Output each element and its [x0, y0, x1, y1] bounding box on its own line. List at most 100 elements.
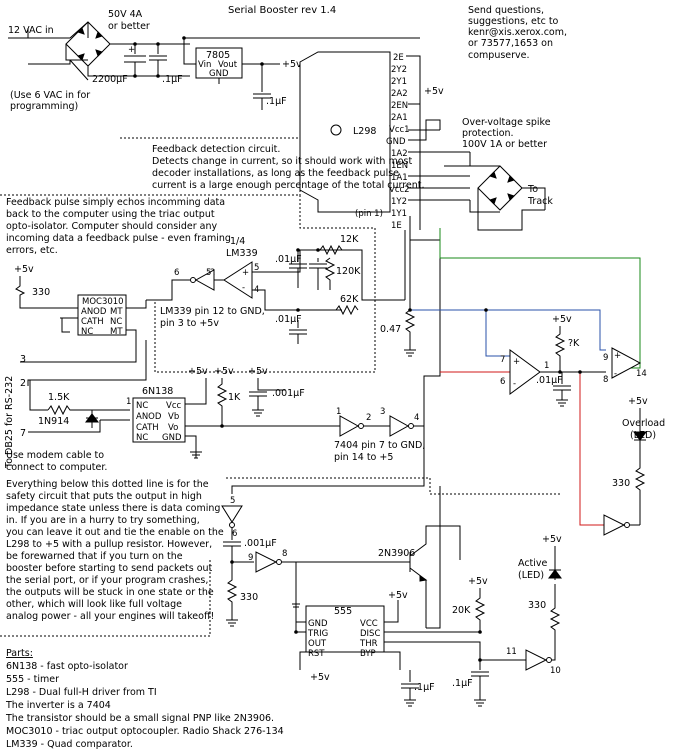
- text-line: the serial port, or if your program cras…: [6, 575, 208, 586]
- l298-pin: 1EN: [391, 161, 408, 171]
- cap-label: .1µF: [452, 678, 473, 689]
- pin-number: 5: [206, 268, 211, 278]
- l298-pin1-label: (pin 1): [355, 209, 383, 219]
- text-line: Detects change in current, so it should …: [152, 156, 412, 167]
- parts-list: Parts: 6N138 - fast opto-isolator 555 - …: [5, 648, 284, 750]
- transistor-label: 2N3906: [378, 548, 415, 559]
- feedback-detect-text: Feedback detection circuit. Detects chan…: [152, 144, 425, 191]
- comparator-note: LM339 pin 12 to GND,: [160, 306, 265, 317]
- text-line: you can leave it out and tie the enable …: [6, 527, 224, 538]
- comp-sign: -: [513, 379, 516, 389]
- plus5-label: +5v: [188, 366, 208, 377]
- comparator-note: pin 3 to +5v: [160, 318, 219, 329]
- pin-label: RST: [308, 649, 325, 659]
- plus5-label: +5v: [14, 264, 34, 275]
- cap-label: .01µF: [536, 375, 563, 386]
- resistor-62k-label: 62K: [340, 294, 359, 305]
- db25-pin: 2: [20, 378, 26, 389]
- text-line: opto-isolator. Computer should consider …: [6, 221, 217, 232]
- plus5-label: +5v: [542, 534, 562, 545]
- pin-label: Vo: [168, 423, 178, 433]
- moc3010-body: [77, 294, 127, 336]
- parts-item: 6N138 - fast opto-isolator: [6, 661, 128, 672]
- comp-sign: +: [614, 351, 621, 361]
- spike-protection: Over-voltage spike protection. 100V 1A o…: [444, 117, 553, 231]
- schematic-title: Serial Booster rev 1.4: [228, 5, 336, 16]
- text-line: the outputs will be stuck in one state o…: [6, 587, 214, 598]
- led-label: Active: [518, 558, 548, 569]
- pin-number: 6: [500, 377, 505, 387]
- l298-pin: 1A2: [391, 149, 408, 159]
- contact-line: kenr@xis.xerox.com,: [468, 27, 567, 38]
- resistor-330-label: 330: [32, 287, 50, 298]
- text-line: impedance state unless there is data com…: [6, 503, 220, 514]
- text-line: booster before starting to send packets …: [6, 563, 213, 574]
- cap-2200uf-label: 2200µF: [92, 74, 128, 85]
- vac-in-label: 12 VAC in: [8, 25, 54, 36]
- comparator-lm339: 1/4 LM339 + - 5 4 2 12K 120K .01µF .01µF…: [146, 216, 416, 357]
- l298-pin: 1Y1: [391, 209, 407, 219]
- comparator-quarter: 1/4: [230, 236, 245, 247]
- 7404-note: 7404 pin 7 to GND,: [334, 440, 425, 451]
- text-line: Feedback pulse simply echos incomming da…: [6, 197, 225, 208]
- resistor-12k-label: 12K: [340, 234, 359, 245]
- timer-name: 555: [334, 606, 352, 617]
- l298-pin: Vcc1: [389, 125, 410, 135]
- contact-text: Send questions, suggestions, etc to kenr…: [468, 5, 567, 61]
- text-line: other, which will look like full voltage: [6, 599, 182, 610]
- opto-6n138: 6N138 1 NC ANOD CATH NC Vcc Vb Vo GND +5…: [126, 366, 340, 459]
- l298-pin: 1Y2: [391, 197, 407, 207]
- pin-label: NC: [136, 401, 148, 411]
- pin-label: BYP: [360, 649, 376, 659]
- parts-item: MOC3010 - triac output optocoupler. Radi…: [6, 726, 284, 737]
- parts-item: 555 - timer: [6, 674, 59, 685]
- resistor-047-label: 0.47: [380, 324, 401, 335]
- active-led: 11 10 330 +5v Active (LED): [506, 534, 562, 676]
- 6n138-body: [132, 397, 186, 443]
- pin-number: 11: [506, 647, 517, 657]
- pin-label: MT: [110, 327, 123, 337]
- text-line: incoming data a feedback pulse - even fr…: [6, 233, 231, 244]
- pin-label: GND: [308, 619, 328, 629]
- pin-number: 5: [254, 263, 259, 273]
- pin-label: Vcc: [166, 401, 181, 411]
- pin-label: ANOD: [81, 307, 107, 317]
- spike-text: 100V 1A or better: [462, 139, 547, 150]
- pin-number: 1: [544, 361, 549, 371]
- contact-line: or 73577,1653 on: [468, 38, 553, 49]
- cap-polarity: +: [128, 45, 135, 55]
- pin-number: 1: [336, 407, 341, 417]
- pin-number: 3: [380, 407, 385, 417]
- text-line: be forewarned that if you turn on the: [6, 551, 183, 562]
- pin-number: 9: [248, 553, 253, 563]
- pin-number: 1: [126, 397, 131, 407]
- cap-label: .1µF: [414, 682, 435, 693]
- comparator-name: LM339: [226, 248, 258, 259]
- text-line: errors, etc.: [6, 245, 58, 256]
- contact-line: Send questions,: [468, 5, 544, 16]
- text-line: Everything below this dotted line is for…: [6, 479, 209, 490]
- l298-pin: GND: [386, 137, 406, 147]
- db25-pin: 7: [20, 428, 26, 439]
- pin-number: 5: [230, 496, 235, 506]
- text-line: current is a large enough percentage of …: [152, 180, 425, 191]
- pin-label: ANOD: [136, 412, 162, 422]
- overload-led: +5v Overload (LED) 330: [603, 396, 665, 536]
- comp-sign: +: [513, 357, 520, 367]
- pin-label: TRIG: [307, 629, 328, 639]
- l298-pin: 2Y2: [391, 65, 407, 75]
- l298-pin: 1E: [391, 221, 402, 231]
- regulator-vin: Vin: [198, 60, 211, 70]
- l298-pin: 2EN: [391, 101, 408, 111]
- moc3010: +5v 330 MOC3010 ANOD CATH NC MT NC MT: [14, 264, 147, 363]
- pin-label: CATH: [81, 317, 104, 327]
- pin-number: 6: [174, 268, 179, 278]
- led-label: (LED): [518, 570, 544, 581]
- resistor-20k-label: 20K: [452, 605, 471, 616]
- plus5-label: +5v: [310, 672, 330, 683]
- pin-label: CATH: [136, 423, 159, 433]
- resistor-label: ?K: [568, 338, 580, 349]
- text-line: L298 to +5 with a pullup resistor. Howev…: [6, 539, 212, 550]
- bridge-rating: or better: [108, 21, 150, 32]
